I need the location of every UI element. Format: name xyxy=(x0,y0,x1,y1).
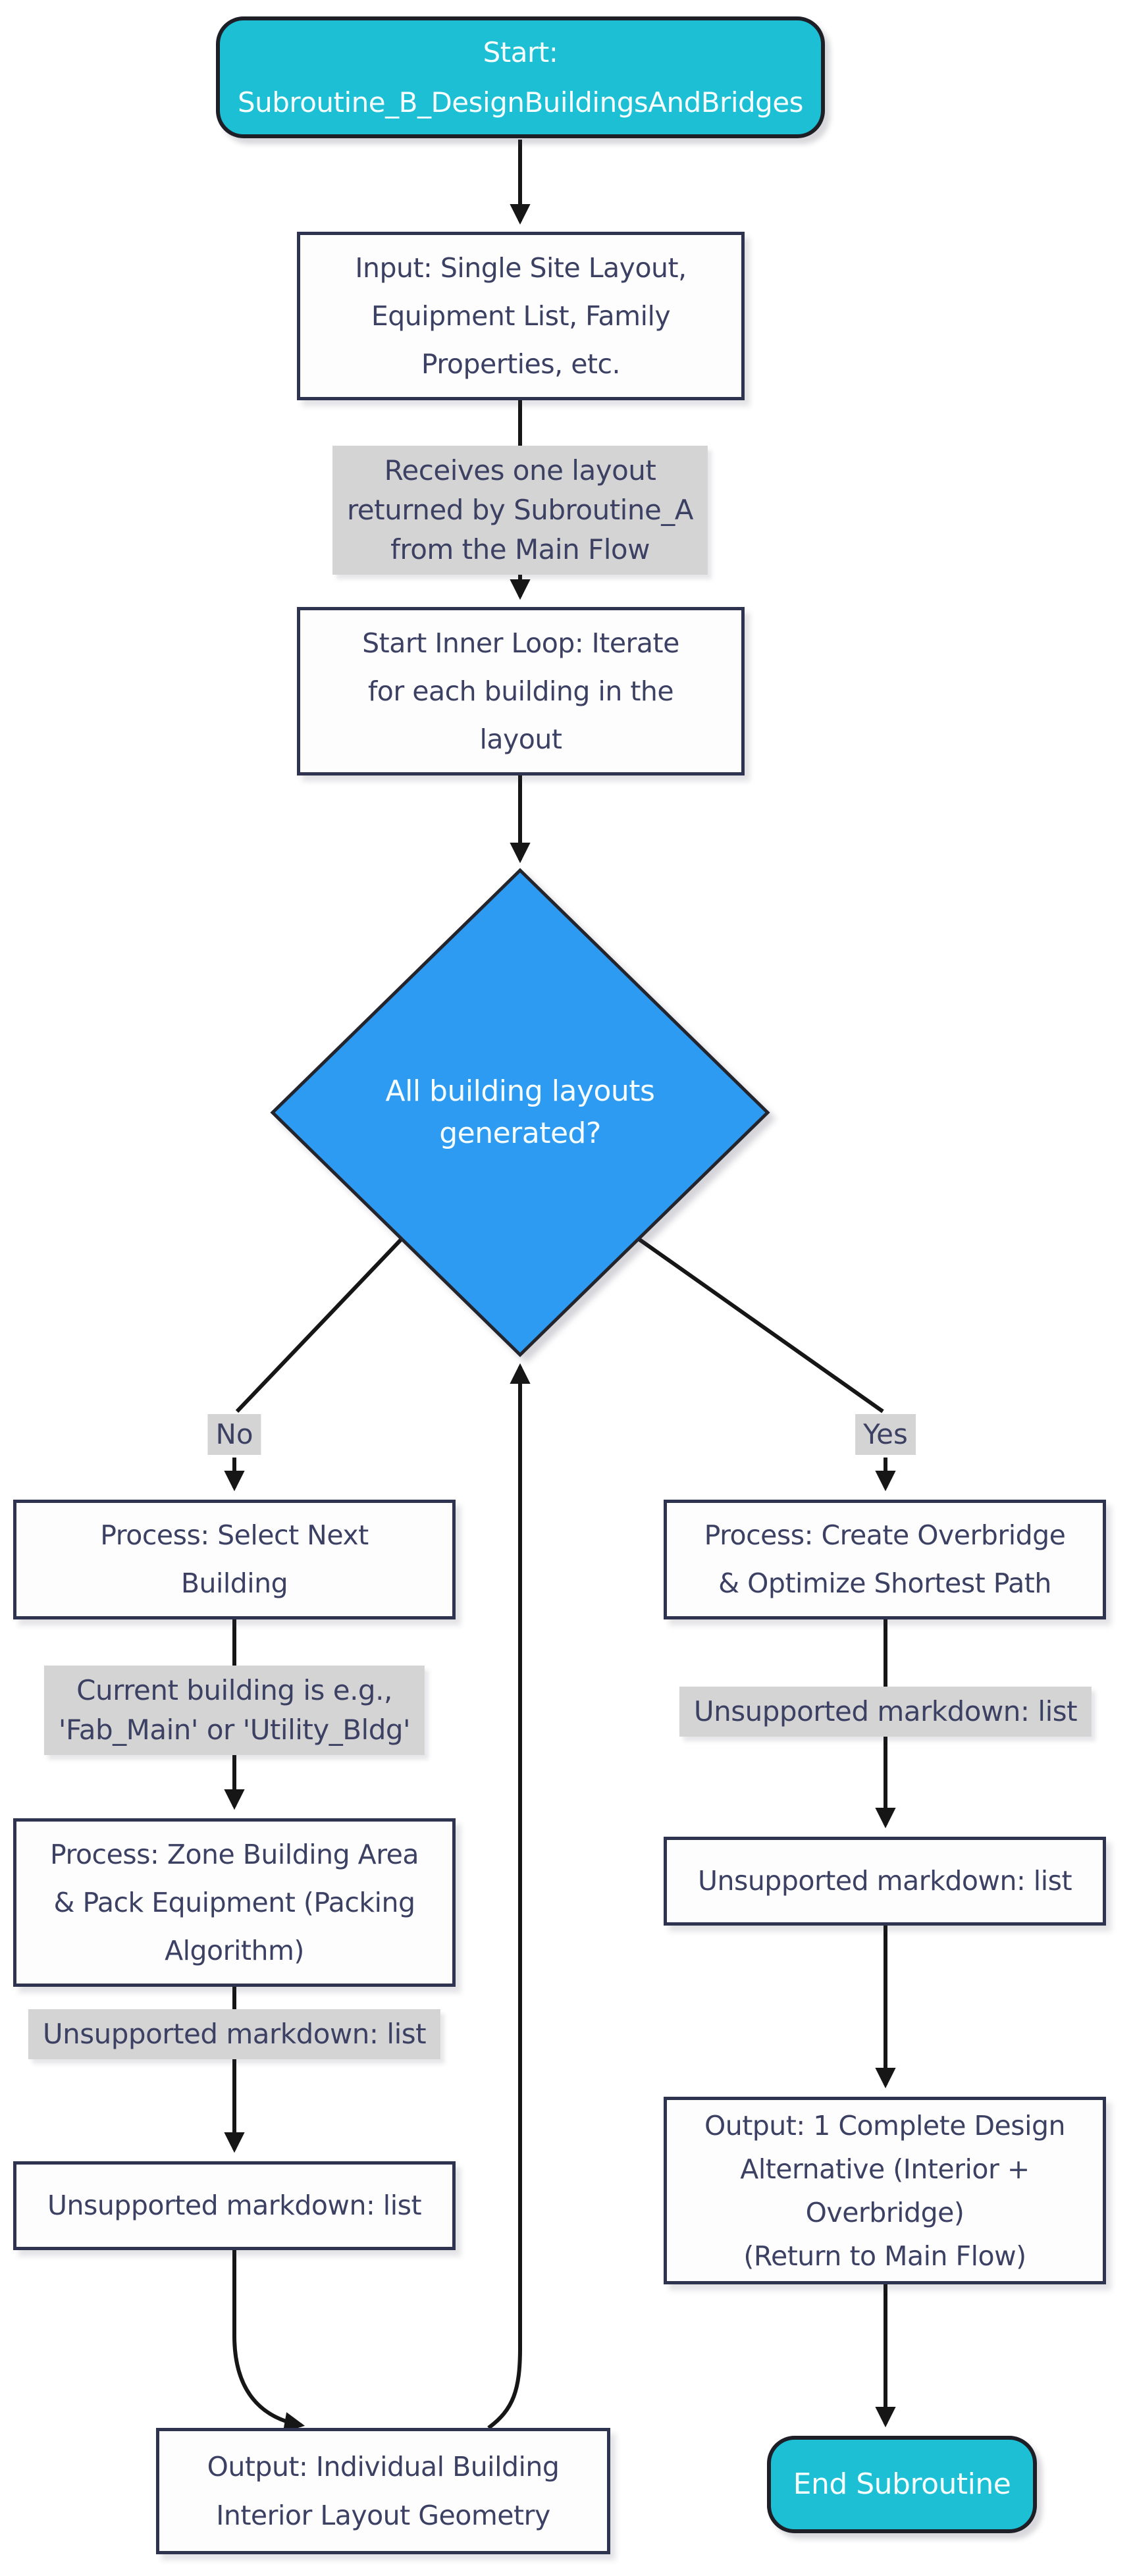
node-unsupported-left-line: Unsupported markdown: list xyxy=(47,2190,422,2221)
note-unsupported-left-line: Unsupported markdown: list xyxy=(42,2018,427,2050)
node-output-right-line: Alternative (Interior + xyxy=(740,2153,1030,2185)
node-overbridge-line: Process: Create Overbridge xyxy=(704,1519,1066,1551)
note-current-line: Current building is e.g., xyxy=(76,1674,392,1706)
node-end-subroutine: End Subroutine xyxy=(767,2436,1037,2533)
node-output-right-line: (Return to Main Flow) xyxy=(743,2240,1026,2272)
node-select-next-building: Process: Select Next Building xyxy=(13,1500,456,1619)
edge-unsupported-left-to-output xyxy=(232,2250,305,2432)
node-output-left-line: Output: Individual Building xyxy=(207,2451,560,2483)
note-receives-line: Receives one layout xyxy=(384,454,656,486)
note-current-building: Current building is e.g., 'Fab_Main' or … xyxy=(43,1666,425,1755)
edge-label-yes: Yes xyxy=(855,1414,916,1455)
node-inner-loop-line: layout xyxy=(479,723,562,755)
note-unsupported-right-line: Unsupported markdown: list xyxy=(693,1695,1078,1727)
note-current-line: 'Fab_Main' or 'Utility_Bldg' xyxy=(58,1714,411,1746)
edge-label-no: No xyxy=(207,1414,261,1455)
node-inner-loop: Start Inner Loop: Iterate for each build… xyxy=(297,607,745,775)
node-output-right-line: Output: 1 Complete Design xyxy=(704,2109,1066,2142)
node-decision-text: All building layouts generated? xyxy=(386,1070,655,1155)
edge-decision-yes-diagonal xyxy=(637,1237,884,1413)
node-output-left-line: Interior Layout Geometry xyxy=(216,2500,550,2531)
node-output-right-line: Overbridge) xyxy=(805,2196,964,2228)
node-unsupported-markdown-left: Unsupported markdown: list xyxy=(13,2161,456,2250)
node-decision-line: All building layouts xyxy=(385,1074,655,1108)
node-input-line: Input: Single Site Layout, xyxy=(355,251,687,284)
node-input: Input: Single Site Layout, Equipment Lis… xyxy=(297,232,745,400)
note-unsupported-markdown-right: Unsupported markdown: list xyxy=(679,1687,1092,1737)
note-receives-line: returned by Subroutine_A xyxy=(346,494,694,526)
node-zone-line: Process: Zone Building Area xyxy=(50,1838,419,1870)
node-start-line: Subroutine_B_DesignBuildingsAndBridges xyxy=(237,86,804,118)
decision-diamond xyxy=(270,868,770,1357)
node-overbridge-line: & Optimize Shortest Path xyxy=(718,1567,1051,1599)
node-start: Start: Subroutine_B_DesignBuildingsAndBr… xyxy=(216,16,825,138)
node-unsupported-markdown-right: Unsupported markdown: list xyxy=(664,1837,1106,1926)
edge-decision-no-diagonal xyxy=(235,1237,404,1413)
node-input-line: Equipment List, Family xyxy=(371,300,671,332)
node-inner-loop-line: for each building in the xyxy=(367,675,674,707)
node-output-individual-building: Output: Individual Building Interior Lay… xyxy=(156,2428,610,2554)
node-select-line: Process: Select Next xyxy=(100,1519,369,1551)
node-start-line: Start: xyxy=(483,36,558,68)
node-zone-line: & Pack Equipment (Packing xyxy=(53,1886,415,1918)
node-end-line: End Subroutine xyxy=(793,2467,1011,2501)
node-inner-loop-line: Start Inner Loop: Iterate xyxy=(362,627,679,659)
node-select-line: Building xyxy=(180,1567,288,1599)
note-receives-line: from the Main Flow xyxy=(390,533,650,565)
note-unsupported-markdown-left: Unsupported markdown: list xyxy=(28,2009,441,2059)
note-receives-layout: Receives one layout returned by Subrouti… xyxy=(332,446,708,575)
node-output-complete-design: Output: 1 Complete Design Alternative (I… xyxy=(664,2097,1106,2284)
node-zone-line: Algorithm) xyxy=(165,1934,304,1966)
edge-output-left-loopback-to-decision xyxy=(487,1363,531,2430)
node-unsupported-right-line: Unsupported markdown: list xyxy=(697,1865,1072,1897)
node-decision-line: generated? xyxy=(439,1117,601,1150)
node-input-line: Properties, etc. xyxy=(421,348,621,380)
node-zone-pack-equipment: Process: Zone Building Area & Pack Equip… xyxy=(13,1818,456,1987)
node-create-overbridge: Process: Create Overbridge & Optimize Sh… xyxy=(664,1500,1106,1619)
